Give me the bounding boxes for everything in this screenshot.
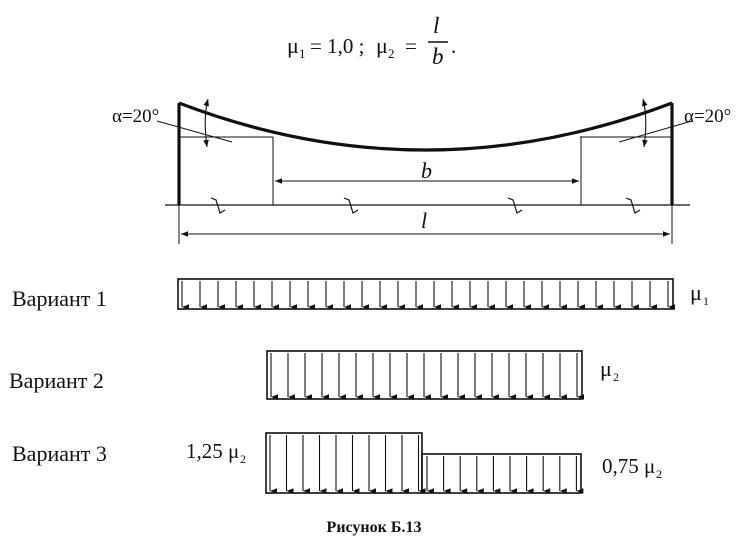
formula-denominator: b xyxy=(432,44,444,69)
formula-mu1-sub: 1 xyxy=(299,46,306,61)
variant-1-load-block xyxy=(177,278,674,310)
variant-3-left-symbol: μ xyxy=(228,439,239,463)
variant-3-right-sub: 2 xyxy=(656,467,662,481)
formula-mu1-symbol: μ xyxy=(287,33,299,58)
left-angle-arc xyxy=(203,98,209,148)
angle-label-right: α=20° xyxy=(684,106,731,127)
variant-3-load-block-left xyxy=(265,432,423,494)
break-mark-4 xyxy=(625,197,641,214)
formula: μ 1 = 1,0 ; μ 2 = l b . xyxy=(287,13,456,69)
variant-3-arrows-right xyxy=(426,456,584,494)
left-tangent-line xyxy=(156,120,233,143)
variant-3: Вариант 3 1,25 μ 2 0,75 μ 2 xyxy=(12,432,662,494)
right-tangent-line xyxy=(618,120,693,143)
formula-numerator: l xyxy=(433,13,439,38)
variant-2-load-sub: 2 xyxy=(613,370,619,384)
variant-3-arrows-left xyxy=(269,435,426,494)
formula-mu1-value: = 1,0 ; xyxy=(310,34,364,58)
variant-1-label: Вариант 1 xyxy=(12,286,107,311)
break-mark-3 xyxy=(507,197,523,214)
variant-3-right-symbol: μ xyxy=(644,454,655,478)
variant-3-left-sub: 2 xyxy=(240,452,246,466)
variant-2: Вариант 2 μ 2 xyxy=(9,350,619,400)
variant-1: Вариант 1 μ 1 xyxy=(12,278,709,311)
variant-2-label: Вариант 2 xyxy=(9,368,104,393)
structure-diagram: α=20° α=20° b l xyxy=(112,98,731,244)
formula-equals: = xyxy=(405,34,417,58)
variant-3-left-coef: 1,25 xyxy=(186,439,223,463)
variant-3-label: Вариант 3 xyxy=(12,441,107,466)
roof-curve xyxy=(178,101,673,152)
figure-caption: Рисунок Б.13 xyxy=(327,519,422,536)
formula-period: . xyxy=(451,34,456,58)
formula-mu2-sub: 2 xyxy=(388,46,395,61)
right-angle-arc xyxy=(642,98,648,148)
variant-2-load-symbol: μ xyxy=(600,356,612,381)
dimension-l-label: l xyxy=(421,208,427,233)
angle-label-left: α=20° xyxy=(112,106,159,127)
variant-1-load-symbol: μ xyxy=(690,280,702,305)
formula-mu2-symbol: μ xyxy=(376,33,388,58)
variant-1-arrows xyxy=(181,281,675,310)
dimension-b-label: b xyxy=(421,158,432,183)
variant-1-load-sub: 1 xyxy=(703,294,709,308)
break-mark-2 xyxy=(343,197,359,214)
variant-3-right-coef: 0,75 xyxy=(602,454,639,478)
variant-3-load-block-right xyxy=(421,453,582,494)
variant-2-arrows xyxy=(270,353,584,400)
break-mark-1 xyxy=(210,197,226,214)
